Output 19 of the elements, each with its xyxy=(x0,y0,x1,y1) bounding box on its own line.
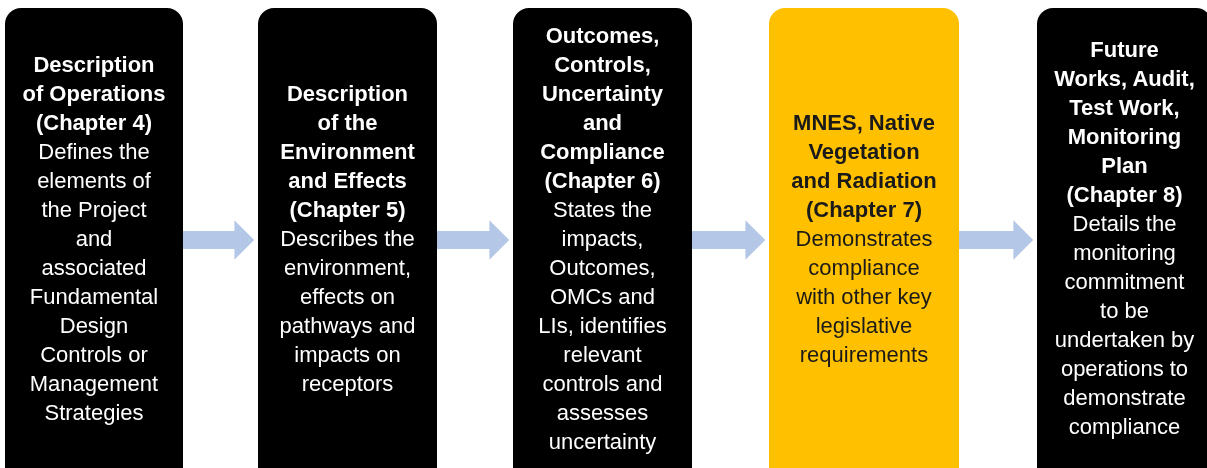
stage-heading: Future Works, Audit, Test Work, Monitoring Plan (Chapter 8) xyxy=(1054,36,1195,209)
stage-box xyxy=(513,8,692,468)
stage-box xyxy=(1037,8,1207,468)
stage-heading: Description of Operations (Chapter 4) xyxy=(22,50,166,137)
stage-box xyxy=(5,8,183,468)
stage-description: Defines the elements of the Project and associated Fundamental Design Controls or Management Strategies xyxy=(28,137,160,427)
stage-box xyxy=(258,8,437,468)
block-arrow xyxy=(183,220,255,260)
stage-heading: MNES, Native Vegetation and Radiation (Chapter 7) xyxy=(790,108,938,224)
stage-heading: Description of the Environment and Effects (Chapter 5) xyxy=(279,79,416,224)
block-arrow xyxy=(959,220,1034,260)
block-arrow xyxy=(692,220,766,260)
stage-description: Demonstrates compliance with other key legislative requirements xyxy=(794,224,934,369)
stage-description: Describes the environment, effects on pathways and impacts on receptors xyxy=(278,224,417,398)
block-arrow xyxy=(437,220,510,260)
stage-description: States the impacts, Outcomes, OMCs and LIs, identifies relevant controls and assesses uncertainty xyxy=(537,195,668,456)
stage-heading: Outcomes, Controls, Uncertainty and Compliance (Chapter 6) xyxy=(539,21,666,195)
stage-description: Details the monitoring commitment to be undertaken by operations to demonstrate compliance xyxy=(1054,210,1195,441)
stage-box xyxy=(769,8,959,468)
